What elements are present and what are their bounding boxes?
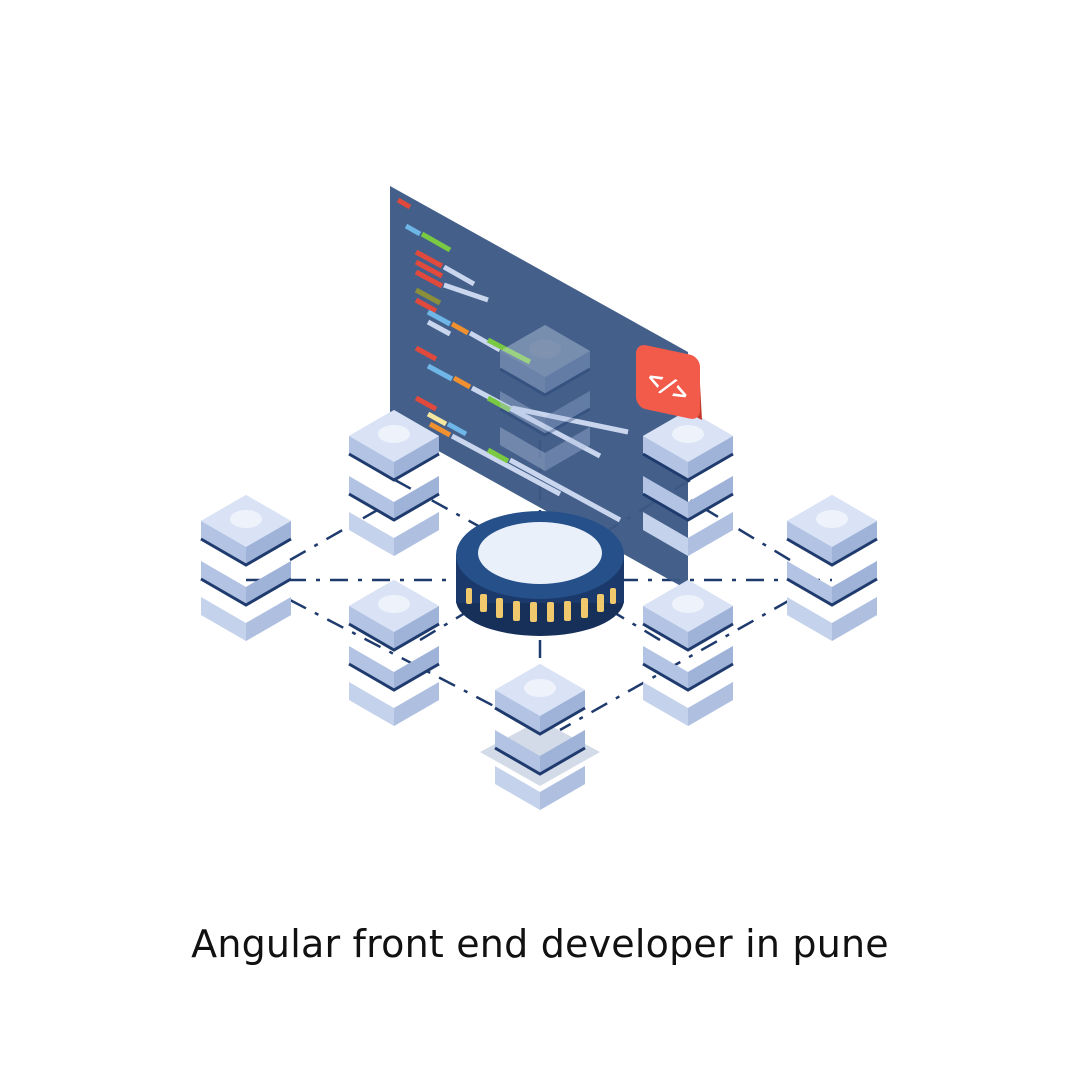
- server-stack-bottom-right: [641, 578, 735, 728]
- code-brackets-icon: </>: [636, 345, 702, 420]
- server-stack-right: [785, 493, 879, 643]
- network-illustration: </>: [199, 186, 879, 812]
- server-stack-top-left: [347, 408, 441, 558]
- server-stack-bottom: [480, 662, 600, 812]
- server-stack-bottom-left: [347, 578, 441, 728]
- server-stack-left: [199, 493, 293, 643]
- page-caption: Angular front end developer in pune: [191, 922, 889, 966]
- database-hub-icon: [456, 511, 624, 636]
